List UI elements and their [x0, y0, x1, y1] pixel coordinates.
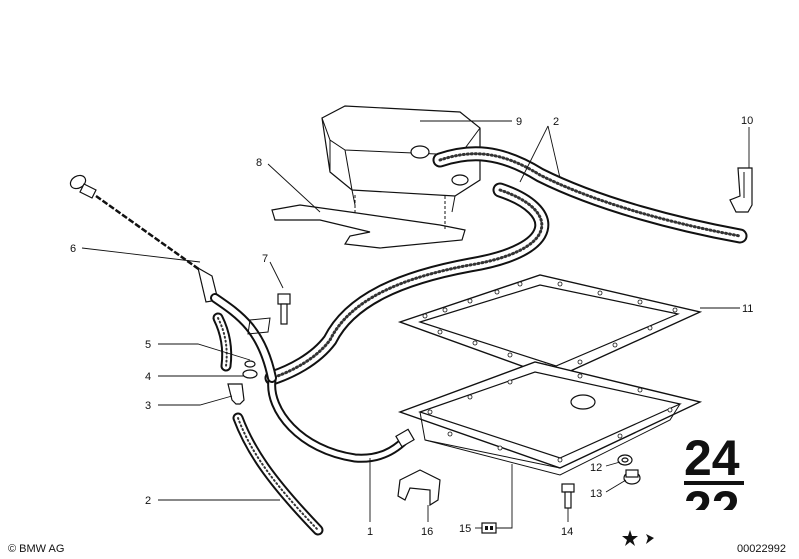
- callout-2-upper[interactable]: 2: [553, 116, 559, 128]
- callout-4[interactable]: 4: [145, 371, 151, 383]
- part-4-clamp[interactable]: [242, 360, 258, 379]
- part-9-reservoir[interactable]: [321, 105, 481, 213]
- gasket-bolt-holes: [422, 281, 678, 369]
- part-12-washer[interactable]: [617, 454, 633, 466]
- part-2-hose-main[interactable]: [264, 182, 550, 386]
- dipstick-guide-tube[interactable]: [210, 293, 277, 383]
- part-5-hose[interactable]: [212, 312, 233, 372]
- part-2-hose-lower[interactable]: [232, 412, 324, 536]
- part-10-clip[interactable]: [729, 167, 753, 213]
- group-number-block: 24 22: [680, 430, 750, 540]
- callout-14[interactable]: 14: [561, 526, 573, 538]
- callout-3[interactable]: 3: [145, 400, 151, 412]
- part-15-kit-symbol[interactable]: [481, 522, 497, 534]
- callout-10[interactable]: 10: [741, 115, 753, 127]
- callout-16[interactable]: 16: [421, 526, 433, 538]
- callout-5[interactable]: 5: [145, 339, 151, 351]
- callout-8[interactable]: 8: [256, 157, 262, 169]
- callout-1[interactable]: 1: [367, 526, 373, 538]
- oil-pan[interactable]: [397, 361, 703, 476]
- callout-11[interactable]: 11: [742, 303, 753, 315]
- copyright-text: © BMW AG: [8, 543, 64, 555]
- footer: © BMW AG 00022992: [8, 530, 786, 555]
- diagram-number: 00022992: [737, 543, 786, 555]
- part-3-connector[interactable]: [227, 383, 245, 405]
- part-8-bracket[interactable]: [271, 195, 466, 249]
- callout-2-lower[interactable]: 2: [145, 495, 151, 507]
- group-number: 24: [684, 430, 740, 486]
- callout-labels: 9 2 10 8 6 7 11 5 4 3 12 13 2 1 16 15 14: [70, 115, 753, 538]
- star-markers-icon: [622, 530, 654, 546]
- leader-lines: [81, 120, 750, 529]
- part-1-pipe[interactable]: [267, 375, 415, 463]
- part-11-gasket[interactable]: [397, 274, 703, 379]
- callout-7[interactable]: 7: [262, 253, 268, 265]
- part-6-dipstick[interactable]: [68, 173, 219, 303]
- part-13-drain-plug[interactable]: [623, 469, 641, 485]
- callout-6[interactable]: 6: [70, 243, 76, 255]
- part-16-bracket[interactable]: [397, 469, 441, 507]
- part-2-hose-upper[interactable]: [432, 146, 748, 244]
- callout-9[interactable]: 9: [516, 116, 522, 128]
- part-14-bolt[interactable]: [561, 483, 575, 509]
- callout-15[interactable]: 15: [459, 523, 471, 535]
- callout-13[interactable]: 13: [590, 488, 602, 500]
- callout-12[interactable]: 12: [590, 462, 602, 474]
- part-7-bolt[interactable]: [277, 293, 291, 325]
